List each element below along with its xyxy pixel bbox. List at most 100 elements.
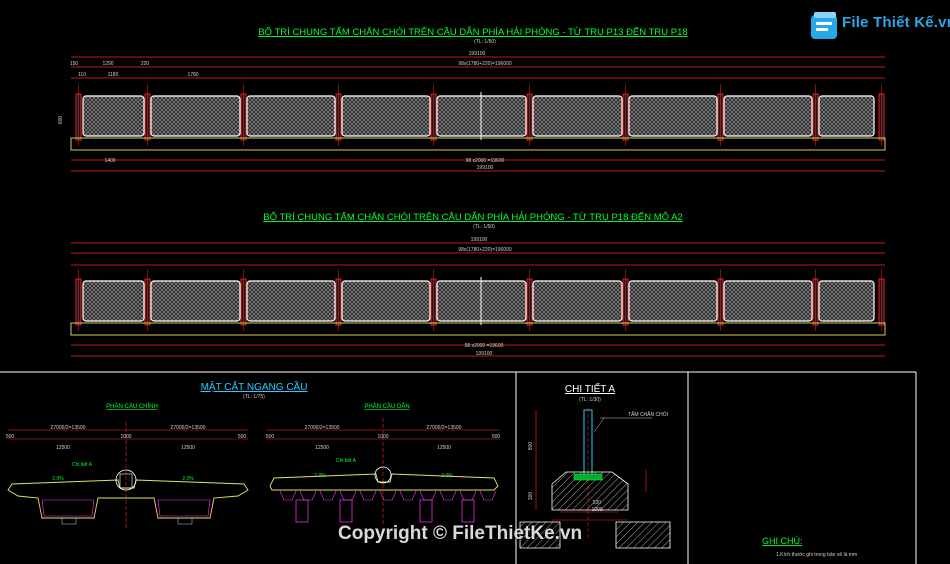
elevation-1-side-150: 150 [70,61,79,67]
elevation-2-deck [70,322,886,336]
left-dim-1000: 1000 [120,434,131,440]
cross-section-right-label: PHẦN CẦU DẪN [364,403,409,410]
detail-a-dim-300: 300 [528,492,534,501]
right-chi-tiet-label: Chi tiết A [336,458,357,464]
detail-a-scale: (TL: 1/30) [579,397,601,403]
notes-line-1: 1.Kích thước ghi trong bản vẽ là mm [776,552,857,558]
elevation-1-gap-220: 220 [141,61,150,67]
left-bearings [61,517,193,525]
elevation-2-panels [75,269,885,331]
detail-a-label: TẤM CHẮN CHÓI [628,410,668,418]
left-girder [7,479,249,519]
mesh-panel [818,280,875,322]
left-dim-500-a: 500 [6,434,15,440]
elevation-1-side-1400: 1400 [104,158,115,164]
right-girders [269,473,499,501]
elevation-1-scale: (TL: 1/50) [474,39,496,45]
detail-a-leader-2 [593,417,605,433]
mesh-panel [341,95,431,137]
elevation-1-panels [75,84,885,146]
elevation-1-deck [70,137,886,151]
cross-section-title: MẶT CẮT NGANG CẦU [201,380,308,393]
elevation-1-title: BỐ TRÍ CHUNG TẤM CHẮN CHÓI TRÊN CẦU DẪN … [258,26,687,38]
elevation-2-bottom-dim: 98 x2000 =19600 [465,343,504,349]
left-dim-500-b: 500 [238,434,247,440]
elevation-1-dims-bottom [71,159,885,172]
left-chi-tiet-label: Chi tiết A [72,462,93,468]
notes: GHI CHÚ: 1.Kích thước ghi trong bản vẽ l… [762,536,857,558]
mesh-panel [246,95,336,137]
mesh-panel [341,280,431,322]
elevation-2-bottom-total: 199100 [476,351,493,357]
right-piers [295,499,475,523]
elevation-1-bottom-dim: 98 x2000 =19600 [466,158,505,164]
right-dim-500-b: 500 [492,434,501,440]
pier [339,499,353,523]
detail-a-slab-left [519,521,561,549]
mesh-panel [246,280,336,322]
mesh-panel [628,95,718,137]
elevation-1-bottom-total: 199100 [477,165,494,171]
mesh-panel [82,95,145,137]
right-section-dims [266,418,500,525]
mesh-panel [150,280,241,322]
left-slope-a: 2.0% [52,476,64,482]
brand-logo-text: File Thiết Kế.vn [842,14,950,31]
right-dim-half-1: 27000/2=13500 [305,425,340,431]
elevation-1-side-1180: 1180 [108,72,119,78]
cross-section-left-label: PHẦN CẦU CHÍNH [106,403,158,410]
left-dim-12500-b: 12500 [181,445,195,451]
right-dim-12500-a: 12500 [315,445,329,451]
mesh-panel [532,280,623,322]
left-slope-b: 2.0% [182,476,194,482]
pier [461,499,475,523]
detail-a-slab-right [615,521,671,549]
elevation-2-title: BỐ TRÍ CHUNG TẤM CHẮN CHÓI TRÊN CẦU DẪN … [263,211,683,223]
elevation-1-total-dim: 199100 [469,51,486,57]
bottom-frame [0,371,917,564]
elevation-1-side-110: 110 [78,72,86,78]
mesh-panel [150,95,241,137]
detail-a-dims [535,410,628,521]
detail-a-title: CHI TIẾT A [565,382,616,395]
mesh-panel [82,280,145,322]
elevation-1: BỐ TRÍ CHUNG TẤM CHẮN CHÓI TRÊN CẦU DẪN … [58,26,886,172]
cross-section: MẶT CẮT NGANG CẦU (TL: 1/75) PHẦN CẦU CH… [6,380,501,530]
elevation-1-panels-dim: 98x(1780+220)=196000 [458,61,512,67]
logo-icon [811,12,837,39]
left-section-dims [8,422,248,530]
left-dim-12500-a: 12500 [56,445,70,451]
mesh-panel [628,280,718,322]
mesh-panel [818,95,875,137]
mesh-panel [723,95,813,137]
cross-section-scale: (TL: 1/75) [243,394,265,400]
copyright-watermark: Copyright © FileThietKe.vn [338,523,583,544]
elevation-2-dims-top [71,242,885,266]
right-dim-half-2: 27000/2=13500 [427,425,462,431]
notes-title: GHI CHÚ: [762,536,803,546]
elevation-1-height-600: 600 [58,116,64,125]
pier [295,499,309,523]
detail-a: CHI TIẾT A (TL: 1/30) TẤM CHẮN CHÓI 800 … [519,382,671,549]
left-dim-half-1: 27000/2=13500 [51,425,86,431]
right-dim-500-a: 500 [266,434,275,440]
right-dim-12500-b: 12500 [437,445,451,451]
detail-a-dim-800: 800 [528,442,534,451]
left-dim-half-2: 27000/2=13500 [171,425,206,431]
mesh-panel [532,95,623,137]
elevation-2: BỐ TRÍ CHUNG TẤM CHẮN CHÓI TRÊN CẦU DẪN … [70,211,886,357]
elevation-2-scale: (TL: 1/50) [473,224,495,230]
left-detail-callout [115,469,137,491]
mesh-panel [723,280,813,322]
left-barrier [119,473,133,489]
elevation-1-dims-top [71,56,885,79]
detail-a-curb [551,471,629,511]
right-dim-1000: 1000 [377,434,388,440]
brand-logo [808,10,944,44]
elevation-2-total-dim: 199100 [471,237,488,243]
elevation-2-dims-bottom [71,344,885,357]
elevation-1-panel-1780: 1780 [187,72,198,78]
elevation-1-side-1290: 1290 [102,61,113,67]
elevation-2-panels-dim: 98x(1780+220)=196000 [458,247,512,253]
